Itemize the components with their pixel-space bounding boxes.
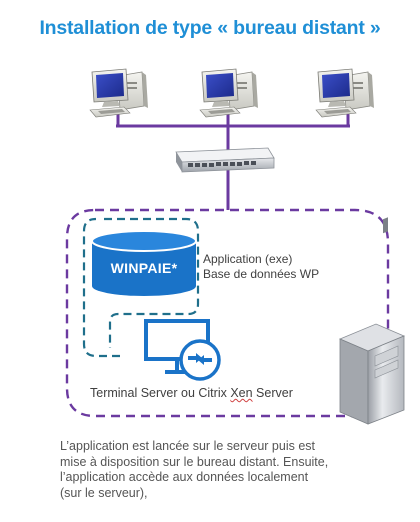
terminal-server-prefix: Terminal Server ou Citrix [90,386,231,400]
remote-server-zone [65,208,390,418]
network-switch-icon [175,147,275,173]
database-name: WINPAIE* [110,260,178,276]
application-zone [82,217,200,358]
desktop-computer-icon [89,68,149,118]
terminal-server-suffix: Server [252,386,293,400]
description-line: (sur le serveur), [60,485,148,500]
network-lines [116,114,350,210]
description-line: l’application accède aux données localem… [60,470,309,485]
application-exe-label: Application (exe) [203,252,293,266]
description-text: L’application est lancée sur le serveur … [60,439,380,501]
desktop-computer-icon [199,68,259,118]
terminal-server-label: Terminal Server ou Citrix Xen Server [90,386,293,401]
remote-connection-badge [179,339,221,381]
server-tower-icon [338,217,406,425]
application-label: Application (exe) Base de données WP [203,252,319,282]
database-wp-label: Base de données WP [203,267,320,281]
database-icon [91,230,197,296]
description-line: mise à disposition sur le bureau distant… [60,454,329,469]
xen-word: Xen [230,386,253,400]
desktop-computer-icon [315,68,375,118]
description-line: L’application est lancée sur le serveur … [60,439,316,453]
diagram-title: Installation de type « bureau distant » [39,17,381,39]
